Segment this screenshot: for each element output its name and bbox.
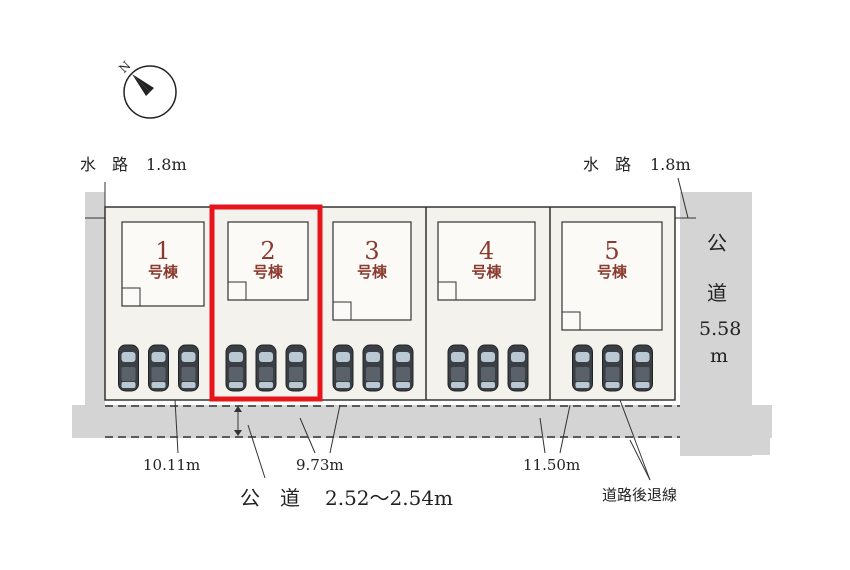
parking-car <box>255 344 277 392</box>
house-1[interactable]: 1号棟 <box>121 221 205 307</box>
north-compass: N <box>116 58 177 119</box>
frontage-3: 11.50m <box>523 456 580 474</box>
east-road-char-1: 公 <box>707 231 727 255</box>
parking-car <box>332 344 354 392</box>
lot-number: 2 <box>260 237 275 265</box>
frontage-1: 10.11m <box>143 456 200 474</box>
east-road-char-2: 道 <box>707 281 727 305</box>
house-4[interactable]: 4号棟 <box>437 221 536 301</box>
house-5[interactable]: 5号棟 <box>561 221 663 331</box>
parking-car <box>447 344 469 392</box>
parking-car <box>507 344 529 392</box>
lot-suffix: 号棟 <box>357 263 388 281</box>
waterway-left-width: 1.8m <box>146 155 187 174</box>
setback-label: 道路後退線 <box>602 486 677 504</box>
east-road-unit: m <box>710 345 728 367</box>
waterway-right-label: 水 路 <box>583 155 631 174</box>
parking-car <box>118 344 139 392</box>
waterway-right-width: 1.8m <box>650 155 691 174</box>
parking-car <box>602 344 623 392</box>
south-road-width: 2.52〜2.54m <box>325 486 453 510</box>
parking-car <box>632 344 653 392</box>
parking-car <box>572 344 593 392</box>
south-road-label: 公 道 <box>240 486 300 510</box>
lot-suffix: 号棟 <box>597 263 628 281</box>
parking-car <box>362 344 384 392</box>
waterway-left-label: 水 路 <box>80 155 128 174</box>
north-letter: N <box>116 58 133 75</box>
parking-car <box>285 344 307 392</box>
lot-suffix: 号棟 <box>471 263 502 281</box>
lot-number: 3 <box>364 237 379 265</box>
lot-number: 4 <box>479 237 494 265</box>
lot-number: 5 <box>604 237 619 265</box>
house-2[interactable]: 2号棟 <box>227 221 309 301</box>
parking-car <box>178 344 199 392</box>
east-road-lower <box>680 405 770 455</box>
frontage-2: 9.73m <box>296 456 344 474</box>
parking-car <box>477 344 499 392</box>
lot-number: 1 <box>155 237 170 265</box>
lot-suffix: 号棟 <box>253 263 284 281</box>
south-road <box>72 405 772 438</box>
waterway-left <box>85 192 105 405</box>
house-3[interactable]: 3号棟 <box>332 221 412 321</box>
parking-car <box>392 344 414 392</box>
lot-suffix: 号棟 <box>148 263 179 281</box>
parking-car <box>225 344 247 392</box>
parking-car <box>148 344 169 392</box>
lot-2-highlight[interactable] <box>209 204 323 402</box>
east-road-width: 5.58 <box>699 318 741 340</box>
